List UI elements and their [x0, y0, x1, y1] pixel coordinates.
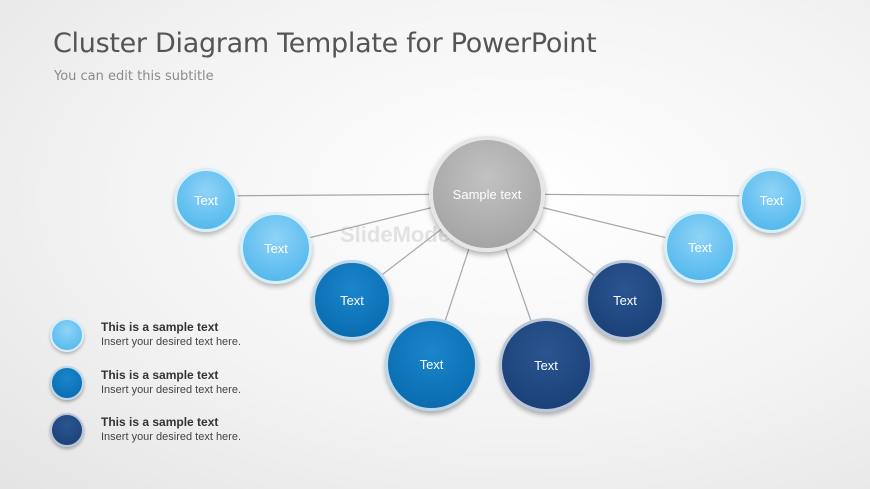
slide-title: Cluster Diagram Template for PowerPoint: [53, 28, 597, 59]
cluster-node-label: Text: [264, 240, 288, 256]
cluster-node[interactable]: Text: [664, 211, 736, 283]
legend-swatch: [50, 366, 84, 400]
cluster-node[interactable]: Text: [499, 318, 593, 412]
watermark-logo: SlideModel: [340, 222, 457, 247]
center-node[interactable]: Sample text: [429, 136, 545, 252]
legend-swatch: [50, 413, 84, 447]
legend-description: Insert your desired text here.: [101, 336, 242, 348]
cluster-node[interactable]: Text: [585, 260, 665, 340]
cluster-node-label: Text: [613, 292, 637, 308]
legend-description: Insert your desired text here.: [101, 431, 242, 443]
legend-heading: This is a sample text: [101, 368, 219, 382]
slide-subtitle: You can edit this subtitle: [54, 69, 214, 84]
cluster-node[interactable]: Text: [240, 212, 312, 284]
cluster-node[interactable]: Text: [739, 168, 804, 233]
cluster-node-label: Text: [194, 192, 218, 208]
legend-item: This is a sample text Insert your desire…: [50, 318, 310, 358]
legend-description: Insert your desired text here.: [101, 384, 242, 396]
legend-swatch: [50, 318, 84, 352]
cluster-node-label: Text: [534, 357, 558, 373]
cluster-node-label: Text: [340, 292, 364, 308]
cluster-node-label: Text: [759, 193, 784, 208]
legend-item: This is a sample text Insert your desire…: [50, 366, 310, 406]
cluster-node[interactable]: Text: [312, 260, 392, 340]
legend-item: This is a sample text Insert your desire…: [50, 413, 310, 453]
cluster-node[interactable]: Text: [385, 318, 478, 411]
legend-heading: This is a sample text: [101, 415, 219, 429]
center-node-label: Sample text: [452, 186, 522, 202]
cluster-node-label: Text: [419, 357, 444, 372]
cluster-node-label: Text: [688, 239, 712, 255]
legend-heading: This is a sample text: [101, 320, 219, 334]
cluster-node[interactable]: Text: [174, 168, 238, 232]
